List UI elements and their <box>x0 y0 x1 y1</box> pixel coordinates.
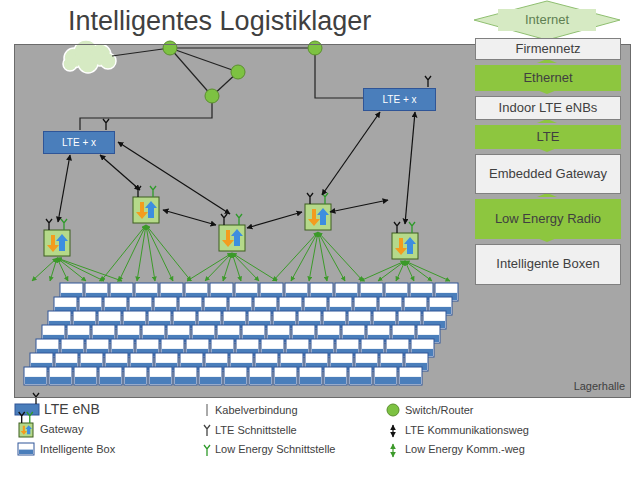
intelligent-boxes <box>24 283 458 385</box>
legend-text: LTE eNB <box>44 401 100 417</box>
layer-box: Indoor LTE eNBs <box>475 96 621 120</box>
legend-text: Gateway <box>40 423 83 436</box>
legend-swatch <box>387 404 399 416</box>
node-label: Lagerhalle <box>574 380 625 393</box>
legend-text: Switch/Router <box>405 404 473 417</box>
layer-box: Intelligente Boxen <box>475 244 621 285</box>
node-label: LTE + x <box>383 94 417 106</box>
node-label: LTE + x <box>62 137 96 149</box>
layer-band: Low Energy Radio <box>475 199 621 239</box>
legend-text: LTE Kommunikationsweg <box>405 424 529 437</box>
lte-paths <box>58 112 415 228</box>
legend-text: Low Energy Komm.-weg <box>405 443 525 456</box>
enb-box: LTE + x <box>43 131 115 154</box>
low-energy-paths <box>32 225 450 281</box>
title: Intelligentes Logistiklager <box>68 6 371 37</box>
warehouse-ground <box>14 44 631 398</box>
layer-box: Firmennetz <box>475 38 621 60</box>
cable-network <box>80 41 398 130</box>
node-label: Internet <box>525 13 569 28</box>
layer-band: LTE <box>475 125 621 149</box>
gateways <box>44 186 418 259</box>
layer-band: Ethernet <box>475 65 621 91</box>
stack-arrow <box>474 1 620 40</box>
node-label: Indoor LTE eNBs <box>499 101 598 116</box>
layer-band: Internet <box>498 9 596 31</box>
legend-text: Intelligente Box <box>40 443 115 456</box>
legend-text: LTE Schnittstelle <box>215 424 297 437</box>
node-label: Intelligente Boxen <box>496 257 599 272</box>
legend-text: Kabelverbindung <box>215 404 298 417</box>
layer-box: Embedded Gateway <box>475 154 621 194</box>
node-label: LTE <box>537 130 560 145</box>
enb-box: LTE + x <box>363 88 436 111</box>
node-label: Ethernet <box>523 71 572 86</box>
legend-icons <box>15 393 393 457</box>
node-label: Embedded Gateway <box>489 167 607 182</box>
node-label: Firmennetz <box>515 42 580 57</box>
warehouse-area: Lagerhalle LTE + x LTE + x FirmennetzEthern… <box>14 44 631 398</box>
node-label: Low Energy Radio <box>495 212 601 227</box>
legend-text: Low Energy Schnittstelle <box>215 443 335 456</box>
